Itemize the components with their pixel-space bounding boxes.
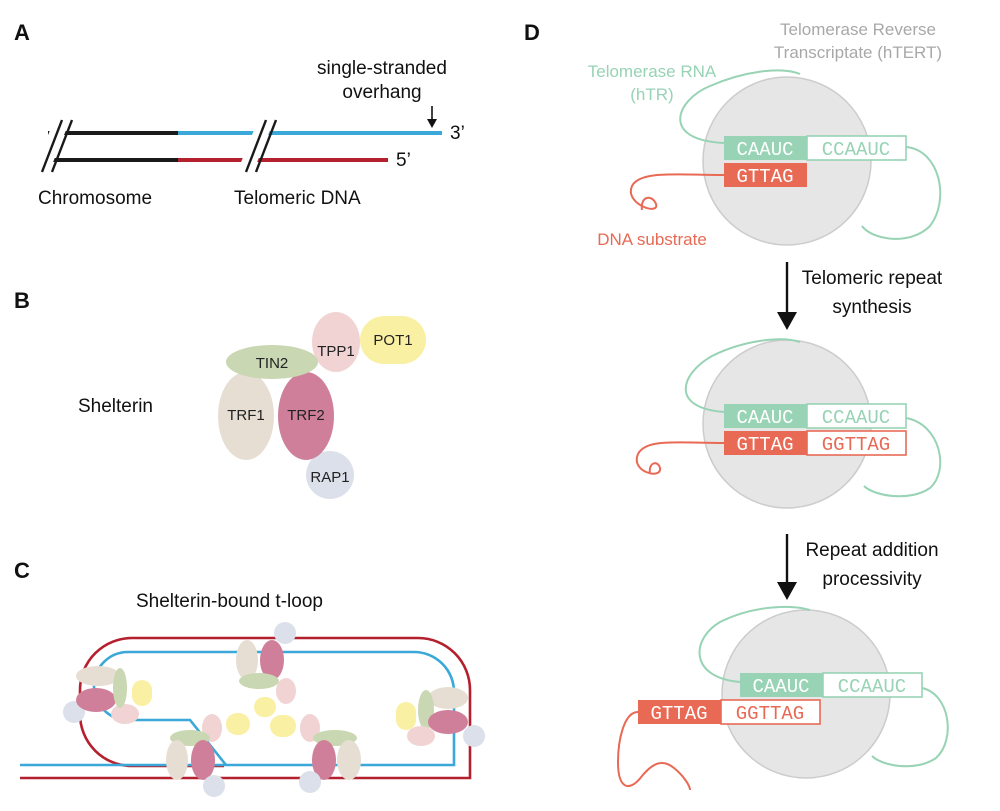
htr-rna-strand: [684, 338, 801, 413]
dna-new-repeat-box: [720, 699, 821, 725]
htr-label-line1: Telomerase RNA: [588, 62, 717, 81]
pot1-protein: [360, 316, 426, 364]
template-repeat: CAAUC: [736, 139, 793, 161]
htr-rna-strand: [679, 69, 801, 144]
dna-substrate-strand: [616, 711, 691, 791]
template-box-filled: [724, 404, 807, 428]
htert-label-line1: Telomerase Reverse: [780, 20, 936, 39]
tin2-label: TIN2: [256, 355, 289, 372]
step1-label-line1: Telomeric repeat: [802, 268, 943, 289]
trf1-label: TRF1: [227, 407, 265, 424]
rap1-label: RAP1: [310, 469, 349, 486]
telomerase-stage-3: CAAUC CCAAUC GTTAG GGTTAG: [616, 605, 949, 791]
template-box-outline: [806, 403, 907, 429]
dna-substrate-strand: [629, 173, 725, 211]
panel-d: D Telomerase Reverse Transcriptate (hTER…: [524, 20, 949, 791]
panel-b: B Shelterin TIN2 TPP1 POT1 TRF1 TRF2 RAP…: [14, 288, 426, 499]
htr-rna-strand: [698, 605, 811, 683]
telomeric-dna-label: Telomeric DNA: [234, 188, 361, 209]
panel-letter-a: A: [14, 20, 30, 45]
shelterin-complex-1: [63, 666, 152, 724]
template-repeat: CAAUC: [752, 676, 809, 698]
telomerase-stage-2: CAAUC CCAAUC GTTAG GGTTAG: [635, 338, 942, 509]
step2-label-line2: processivity: [822, 569, 922, 590]
template-next: CCAAUC: [838, 676, 906, 698]
shelterin-complex-4: [299, 714, 361, 793]
break-mark-left: [33, 119, 74, 173]
panel-a: A single-stranded overhang 3’ 5’ Chromos…: [14, 20, 465, 209]
htr-rna-strand-3prime: [863, 417, 942, 498]
htr-rna-strand-3prime: [861, 146, 942, 240]
five-prime-end-label: 5’: [396, 150, 411, 171]
dna-substrate-strand: [635, 441, 725, 475]
template-repeat: CAAUC: [736, 407, 793, 429]
htr-rna-strand-3prime: [871, 687, 949, 768]
tin2-protein: [226, 345, 318, 379]
shelterin-complex-2: [236, 622, 296, 717]
template-box-filled: [740, 673, 823, 697]
shelterin-complex-5: [396, 687, 485, 747]
template-box-outline: [806, 135, 907, 161]
dna-repeat-box: [724, 163, 807, 187]
chromosome-label: Chromosome: [38, 188, 152, 209]
template-next: CCAAUC: [822, 139, 890, 161]
panel-c: C Shelterin-bound t-loop: [14, 558, 485, 797]
overhang-label-line2: overhang: [342, 82, 421, 103]
shelterin-complex-3: [166, 713, 296, 797]
overhang-label-line1: single-stranded: [317, 58, 447, 79]
trf2-label: TRF2: [287, 407, 325, 424]
htert-enzyme: [702, 76, 872, 246]
break-mark-right: [237, 119, 278, 173]
dna-substrate-label: DNA substrate: [597, 230, 707, 249]
step1-label-line2: synthesis: [832, 297, 911, 318]
pot1-label: POT1: [373, 332, 412, 349]
t-loop-g-strand: [20, 650, 456, 767]
dna-repeat-box: [724, 431, 807, 455]
tpp1-label: TPP1: [317, 343, 355, 360]
t-loop-title: Shelterin-bound t-loop: [136, 591, 323, 612]
dna-new-repeat-box: [806, 430, 907, 456]
tpp1-protein: [312, 312, 360, 372]
dna-repeat-box: [638, 700, 721, 724]
dna-new-repeat: GGTTAG: [736, 703, 804, 725]
htr-label-line2: (hTR): [630, 85, 673, 104]
overhang-arrow: [427, 106, 437, 128]
step2-label-line1: Repeat addition: [805, 540, 938, 561]
panel-letter-c: C: [14, 558, 30, 583]
step-arrow-2: [777, 534, 797, 600]
htert-label-line2: Transcriptate (hTERT): [774, 43, 942, 62]
dna-new-repeat: GGTTAG: [822, 434, 890, 456]
panel-letter-d: D: [524, 20, 540, 45]
shelterin-label: Shelterin: [78, 396, 153, 417]
rap1-protein: [306, 451, 354, 499]
trf1-protein: [218, 372, 274, 460]
dna-repeat: GTTAG: [736, 166, 793, 188]
template-next: CCAAUC: [822, 407, 890, 429]
step-arrow-1: [777, 262, 797, 330]
template-box-outline: [822, 672, 923, 698]
template-box-filled: [724, 136, 807, 160]
three-prime-end-label: 3’: [450, 123, 465, 144]
telomerase-stage-1: CAAUC CCAAUC GTTAG DNA substrate: [597, 69, 942, 249]
t-loop-c-strand: [20, 636, 472, 780]
dna-repeat: GTTAG: [736, 434, 793, 456]
dna-repeat: GTTAG: [650, 703, 707, 725]
panel-letter-b: B: [14, 288, 30, 313]
trf2-protein: [278, 372, 334, 460]
